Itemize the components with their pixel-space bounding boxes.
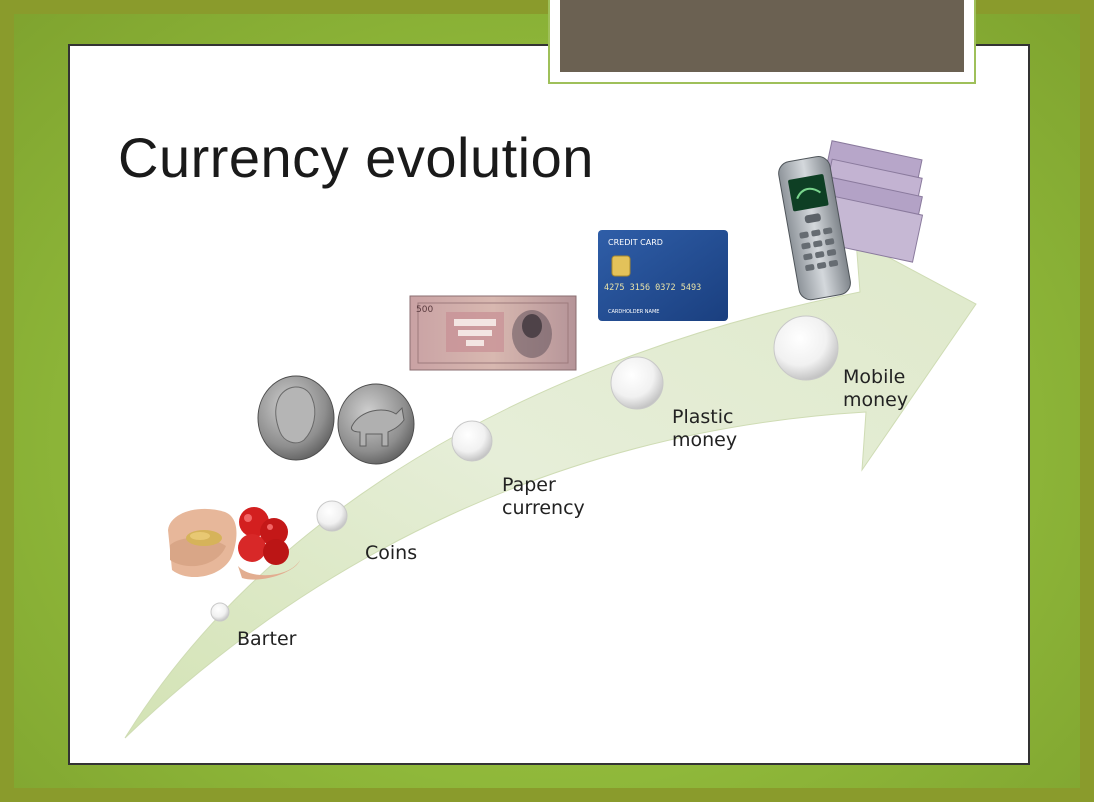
milestone-bubble-paper [451,420,493,462]
credit-card-holder: CARDHOLDER NAME [608,309,659,315]
barter-image [168,507,300,580]
stage-label-paper: Paper currency [502,474,585,519]
milestone-bubble-barter [210,602,230,622]
stage-label-barter: Barter [237,628,297,650]
credit-card-number: 4275 3156 0372 5493 [604,283,701,293]
title-tab-fill [560,0,964,72]
progress-arrow [124,239,977,739]
stage-label-mobile: Mobile money [843,366,909,411]
credit-card-image: CREDIT CARD 4275 3156 0372 5493 CARDHOLD… [598,230,728,321]
banknote-denomination: 500 [416,305,433,315]
slide-title: Currency evolution [118,126,594,189]
mobile-phone-image [778,140,924,301]
milestone-bubble-plastic [610,356,664,410]
credit-card-header: CREDIT CARD [608,238,663,247]
banknote-image: 500 [409,295,577,371]
stage-label-plastic: Plastic money [672,406,738,451]
milestone-bubble-coins [316,500,348,532]
title-tab [548,0,976,84]
milestone-bubble-mobile [773,315,839,381]
stage-label-coins: Coins [365,542,418,564]
coins-image [257,375,415,465]
